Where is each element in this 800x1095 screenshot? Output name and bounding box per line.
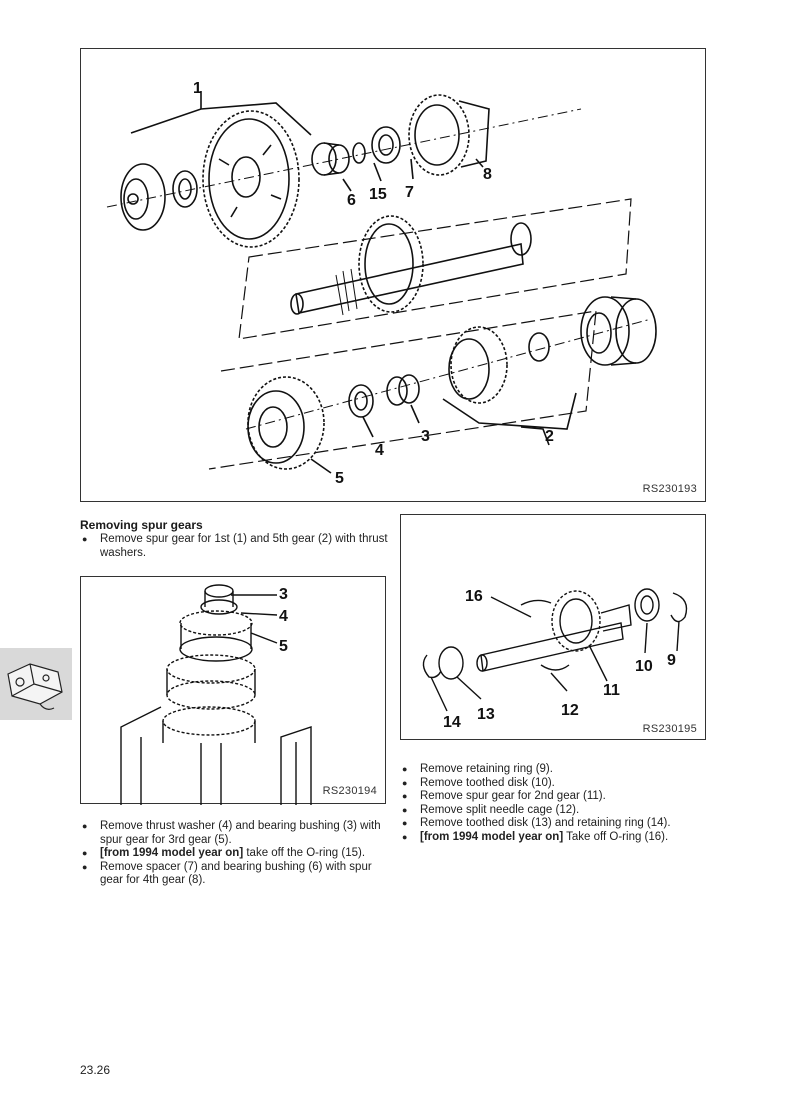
callout-1: 1 (193, 80, 202, 97)
step-item: Remove toothed disk (13) and retaining r… (400, 817, 710, 831)
callout-14: 14 (443, 714, 461, 731)
page-number: 23.26 (80, 1063, 111, 1077)
step-bold: [from 1994 model year on] (100, 847, 244, 859)
callout-7: 7 (405, 184, 414, 201)
callout-8: 8 (483, 166, 492, 183)
step-text: Remove spacer (7) and bearing bushing (6… (100, 860, 372, 887)
step-text: Remove thrust washer (4) and bearing bus… (100, 820, 381, 846)
step-text: Remove spur gear for 1st (1) and 5th gea… (100, 533, 388, 559)
callout-5: 5 (279, 638, 288, 655)
figure-code: RS230193 (642, 483, 697, 495)
intro-bullets: Remove spur gear for 1st (1) and 5th gea… (80, 533, 390, 560)
callout-4: 4 (279, 608, 288, 625)
callout-9: 9 (667, 652, 676, 669)
step-item: [from 1994 model year on] Take off O-rin… (400, 831, 710, 845)
step-text: Remove toothed disk (13) and retaining r… (420, 817, 671, 829)
figure-shaft-parts: 16 10 9 11 12 13 14 RS230195 (400, 514, 706, 740)
step-text: Remove spur gear for 2nd gear (11). (420, 790, 606, 802)
callout-4: 4 (375, 442, 384, 459)
figure-gear-stack: 3 4 5 RS230194 (80, 576, 386, 805)
step-item: Remove retaining ring (9). (400, 763, 710, 777)
step-text: Remove split needle cage (12). (420, 803, 580, 816)
step-item: Remove spur gear for 2nd gear (11). (400, 790, 710, 804)
shaft-parts-diagram: 16 10 9 11 12 13 14 (422, 588, 688, 731)
callout-3: 3 (421, 428, 430, 445)
callout-5: 5 (335, 470, 344, 487)
left-steps: Remove thrust washer (4) and bearing bus… (80, 820, 390, 888)
step-text: Remove retaining ring (9). (420, 763, 553, 775)
gear-stack-diagram: 3 4 5 (120, 584, 312, 805)
callout-11: 11 (603, 682, 620, 699)
figure-exploded-gears: 1 6 15 7 8 4 3 2 5 RS230193 (80, 48, 706, 502)
chapter-tab (0, 648, 72, 720)
step-bold: [from 1994 model year on] (420, 830, 564, 843)
callout-13: 13 (477, 706, 495, 723)
section-title: Removing spur gears (80, 518, 203, 532)
step-item: [from 1994 model year on] take off the O… (80, 847, 390, 861)
right-steps: Remove retaining ring (9). Remove toothe… (400, 763, 710, 844)
exploded-gear-diagram: 1 6 15 7 8 4 3 2 5 (106, 80, 657, 487)
callout-2: 2 (545, 428, 554, 445)
step-text: Take off O-ring (16). (563, 830, 669, 843)
step-item: Remove split needle cage (12). (400, 804, 710, 818)
callout-16: 16 (465, 588, 483, 605)
callout-10: 10 (635, 658, 653, 675)
figure-code: RS230194 (322, 785, 377, 797)
step-item: Remove toothed disk (10). (400, 777, 710, 791)
intro-step: Remove spur gear for 1st (1) and 5th gea… (80, 533, 390, 560)
figure-code: RS230195 (642, 723, 697, 735)
step-text: Remove toothed disk (10). (420, 776, 555, 789)
step-item: Remove thrust washer (4) and bearing bus… (80, 820, 390, 847)
callout-6: 6 (347, 192, 356, 209)
callout-3: 3 (279, 586, 288, 603)
callout-12: 12 (561, 702, 579, 719)
step-text: take off the O-ring (15). (243, 847, 366, 859)
step-item: Remove spacer (7) and bearing bushing (6… (80, 861, 390, 888)
callout-15: 15 (369, 186, 387, 203)
gearbox-icon (7, 663, 63, 710)
